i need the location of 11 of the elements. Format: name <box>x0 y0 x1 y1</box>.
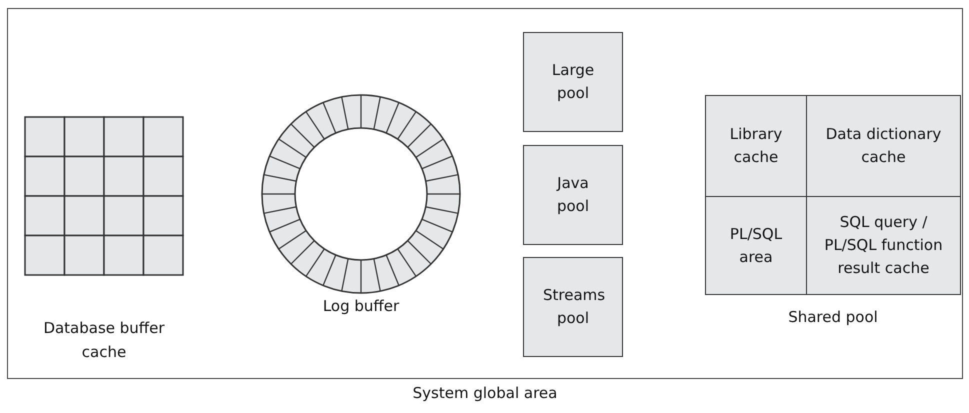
memory-pool-box: Streams pool <box>523 257 623 357</box>
cache-cell: Library cache <box>706 96 806 196</box>
component-caption: Database buffer cache <box>42 318 166 363</box>
memory-pool-box: Large pool <box>523 32 623 132</box>
area-caption: System global area <box>412 383 558 404</box>
component-caption: Log buffer <box>322 296 400 317</box>
cache-cell: Data dictionary cache <box>806 96 960 196</box>
memory-pool-box: Java pool <box>523 145 623 245</box>
cache-cell: PL/SQL area <box>706 196 806 294</box>
cache-cell: SQL query / PL/SQL function result cache <box>806 196 960 294</box>
component-caption: Shared pool <box>787 307 879 328</box>
